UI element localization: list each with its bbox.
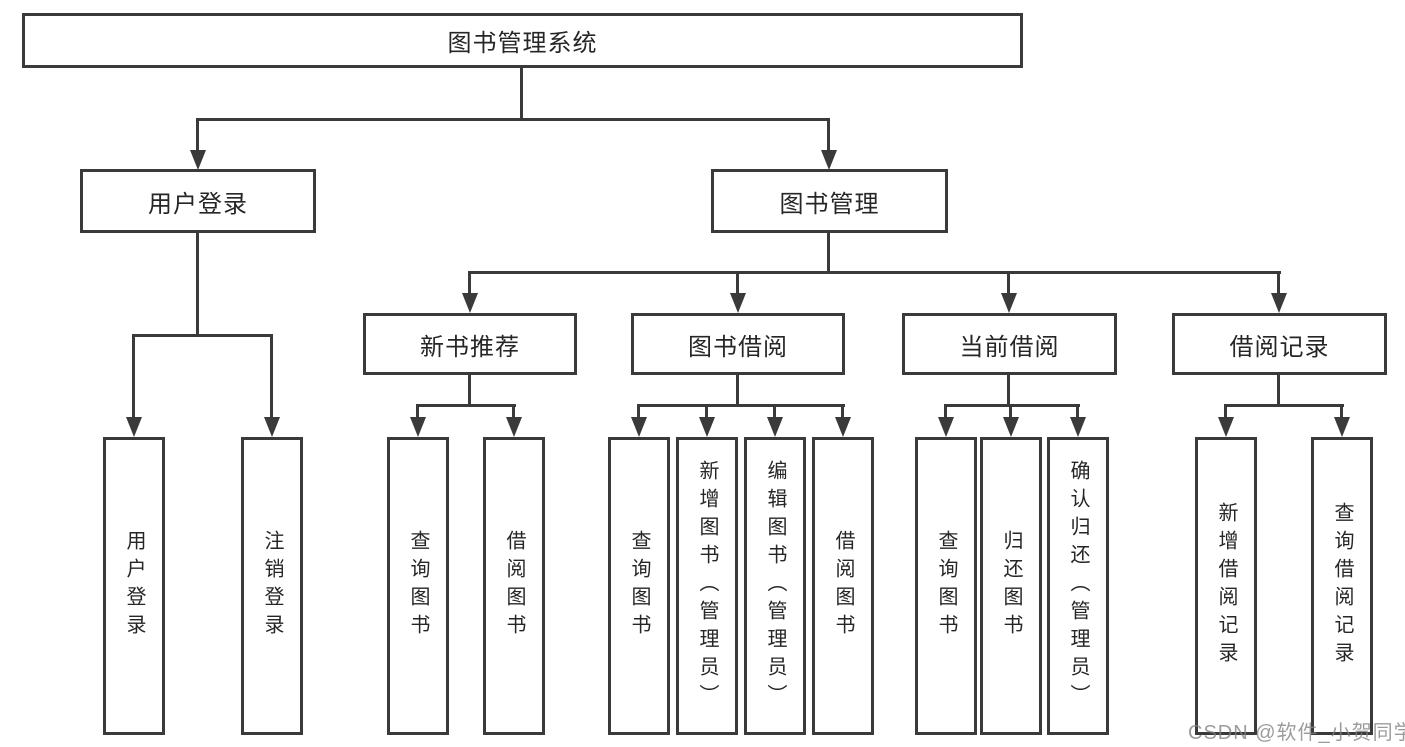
arrowhead — [462, 293, 478, 313]
arrowhead — [1218, 417, 1234, 437]
connector-line — [1340, 404, 1343, 420]
node-leaf-query-books-borrow: 查询图书 — [608, 437, 670, 735]
connector-line — [512, 404, 515, 420]
arrowhead — [126, 417, 142, 437]
connector-line — [468, 271, 1281, 274]
connector-line — [1277, 375, 1280, 407]
node-leaf-add-books-admin: 新增图书（管理员） — [676, 437, 738, 735]
arrowhead — [1070, 417, 1086, 437]
arrowhead — [699, 417, 715, 437]
node-leaf-borrow-books-recommend: 借阅图书 — [483, 437, 545, 735]
connector-line — [637, 404, 640, 420]
node-leaf-query-borrow-record: 查询借阅记录 — [1311, 437, 1373, 735]
arrowhead — [767, 417, 783, 437]
connector-line — [1007, 271, 1010, 297]
arrowhead — [631, 417, 647, 437]
arrowhead — [938, 417, 954, 437]
connector-line — [468, 375, 471, 407]
connector-line — [736, 375, 739, 407]
node-library-management-system: 图书管理系统 — [22, 13, 1023, 68]
node-book-borrow: 图书借阅 — [631, 313, 845, 375]
arrowhead — [190, 150, 206, 170]
node-leaf-query-books-recommend: 查询图书 — [387, 437, 449, 735]
connector-line — [468, 271, 471, 297]
connector-line — [827, 118, 830, 154]
arrowhead — [1271, 293, 1287, 313]
connector-line — [1224, 404, 1227, 420]
node-leaf-add-borrow-record: 新增借阅记录 — [1195, 437, 1257, 735]
node-leaf-edit-books-admin: 编辑图书（管理员） — [744, 437, 806, 735]
connector-line — [1076, 404, 1079, 420]
connector-line — [520, 68, 523, 121]
node-leaf-confirm-return-admin: 确认归还（管理员） — [1047, 437, 1109, 735]
node-borrow-records: 借阅记录 — [1172, 313, 1387, 375]
connector-line — [132, 334, 135, 420]
connector-line — [1009, 404, 1012, 420]
arrowhead — [1334, 417, 1350, 437]
connector-line — [944, 404, 947, 420]
connector-line — [196, 233, 199, 337]
node-leaf-logout: 注销登录 — [241, 437, 303, 735]
node-leaf-user-login: 用户登录 — [103, 437, 165, 735]
arrowhead — [264, 417, 280, 437]
connector-line — [736, 271, 739, 297]
node-leaf-borrow-books: 借阅图书 — [812, 437, 874, 735]
connector-line — [1224, 404, 1344, 407]
node-book-management: 图书管理 — [711, 169, 948, 233]
connector-line — [827, 233, 830, 274]
connector-line — [416, 404, 419, 420]
arrowhead — [506, 417, 522, 437]
node-current-borrow: 当前借阅 — [902, 313, 1117, 375]
arrowhead — [410, 417, 426, 437]
arrowhead — [1001, 293, 1017, 313]
node-new-book-recommend: 新书推荐 — [363, 313, 577, 375]
connector-line — [944, 404, 1080, 407]
connector-line — [637, 404, 845, 407]
arrowhead — [835, 417, 851, 437]
connector-line — [270, 334, 273, 420]
connector-line — [416, 404, 516, 407]
arrowhead — [821, 150, 837, 170]
connector-line — [196, 118, 199, 154]
connector-line — [841, 404, 844, 420]
node-user-login: 用户登录 — [80, 169, 316, 233]
watermark: CSDN @软件_小贺同学 — [1188, 722, 1405, 744]
node-leaf-return-books: 归还图书 — [980, 437, 1042, 735]
node-leaf-query-books-current: 查询图书 — [915, 437, 977, 735]
arrowhead — [730, 293, 746, 313]
connector-line — [773, 404, 776, 420]
connector-line — [132, 334, 273, 337]
connector-line — [1277, 271, 1280, 297]
connector-line — [1007, 375, 1010, 407]
connector-line — [196, 118, 829, 121]
arrowhead — [1003, 417, 1019, 437]
connector-line — [705, 404, 708, 420]
